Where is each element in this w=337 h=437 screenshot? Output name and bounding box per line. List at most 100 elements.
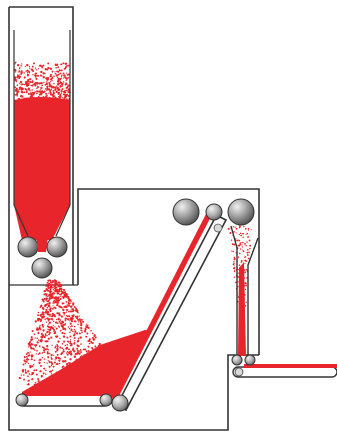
fiber-speck	[61, 74, 63, 76]
fiber-speck	[63, 77, 65, 79]
fiber-speck	[234, 269, 236, 271]
fiber-speck	[42, 329, 45, 332]
fiber-speck	[58, 362, 61, 365]
fiber-speck	[238, 264, 241, 267]
fiber-speck	[71, 348, 75, 351]
fiber-speck	[46, 97, 49, 99]
fiber-speck	[233, 261, 235, 263]
fiber-speck	[54, 306, 56, 308]
fiber-speck	[40, 374, 43, 378]
fiber-speck	[21, 88, 24, 90]
fiber-speck	[19, 80, 23, 84]
fiber-speck	[58, 90, 60, 92]
fiber-speck	[233, 266, 236, 269]
fiber-speck	[59, 295, 61, 297]
fiber-speck	[74, 330, 77, 333]
fiber-speck	[53, 299, 56, 302]
fiber-speck	[54, 300, 57, 304]
fiber-speck	[246, 241, 248, 243]
fiber-speck	[65, 86, 68, 89]
fiber-speck	[27, 82, 30, 85]
fiber-speck	[60, 315, 63, 318]
fiber-speck	[65, 352, 68, 354]
fiber-speck	[36, 92, 38, 95]
fiber-speck	[44, 73, 46, 75]
fiber-speck	[41, 323, 44, 327]
fiber-speck	[27, 346, 30, 348]
fiber-speck	[55, 327, 58, 330]
fiber-speck	[45, 297, 48, 300]
fiber-speck	[24, 76, 26, 79]
fiber-speck	[54, 287, 56, 290]
fiber-speck	[65, 83, 67, 86]
fiber-speck	[63, 74, 66, 77]
fiber-speck	[51, 283, 54, 286]
fiber-speck	[54, 326, 56, 328]
fiber-speck	[63, 98, 66, 101]
fiber-speck	[52, 305, 54, 307]
fiber-speck	[56, 86, 59, 90]
fiber-speck	[53, 293, 55, 295]
fiber-speck	[29, 96, 31, 99]
fiber-speck	[51, 98, 53, 100]
fiber-speck	[26, 85, 29, 87]
fiber-speck	[244, 262, 246, 264]
fiber-speck	[54, 350, 57, 353]
inclined-conveyor	[110, 211, 228, 412]
fiber-speck	[94, 336, 97, 339]
fiber-speck	[98, 342, 101, 346]
fiber-speck	[45, 340, 48, 343]
fiber-speck	[46, 312, 49, 314]
fiber-speck	[234, 226, 236, 228]
roller-left-upper	[172, 198, 200, 226]
fiber-speck	[56, 312, 59, 315]
floor-pulley-right	[99, 393, 113, 407]
fiber-speck	[45, 285, 47, 287]
fiber-speck	[26, 72, 29, 74]
fiber-speck	[30, 373, 32, 376]
fiber-speck	[25, 70, 27, 72]
feed-fiber-nip	[36, 236, 48, 252]
fiber-speck	[54, 71, 56, 73]
fiber-speck	[77, 344, 80, 347]
fiber-speck	[62, 311, 65, 314]
fiber-speck	[62, 309, 65, 312]
fiber-speck	[73, 306, 76, 308]
fiber-speck	[28, 354, 31, 357]
fiber-speck	[40, 86, 43, 90]
fiber-speck	[69, 358, 72, 361]
fiber-speck	[18, 86, 21, 89]
fiber-speck	[17, 90, 20, 93]
fiber-speck	[81, 319, 84, 321]
fiber-speck	[55, 85, 58, 87]
fiber-speck	[70, 353, 73, 356]
fiber-speck	[92, 332, 94, 335]
fiber-speck	[47, 337, 50, 340]
fiber-speck	[77, 337, 80, 340]
fiber-speck	[64, 360, 67, 363]
fiber-speck	[76, 315, 79, 318]
fiber-speck	[61, 347, 64, 350]
fiber-speck	[50, 80, 52, 83]
fiber-speck	[26, 90, 28, 93]
fiber-speck	[60, 293, 62, 296]
fiber-speck	[36, 349, 38, 352]
fiber-speck	[42, 325, 45, 328]
fiber-speck	[240, 260, 243, 262]
fiber-speck	[28, 344, 32, 347]
fiber-speck	[41, 356, 44, 359]
fiber-speck	[85, 323, 88, 325]
fiber-speck	[73, 355, 76, 358]
fiber-speck	[235, 232, 237, 234]
fiber-speck	[15, 80, 18, 83]
fiber-speck	[67, 318, 70, 321]
fiber-speck	[54, 346, 57, 349]
fiber-speck	[34, 84, 37, 87]
fiber-speck	[50, 361, 53, 364]
hopper-fiber	[13, 30, 71, 240]
fiber-speck	[233, 270, 236, 273]
fiber-speck	[65, 315, 68, 317]
fiber-speck	[59, 346, 62, 349]
fiber-speck	[239, 232, 242, 235]
fiber-speck	[36, 74, 40, 77]
